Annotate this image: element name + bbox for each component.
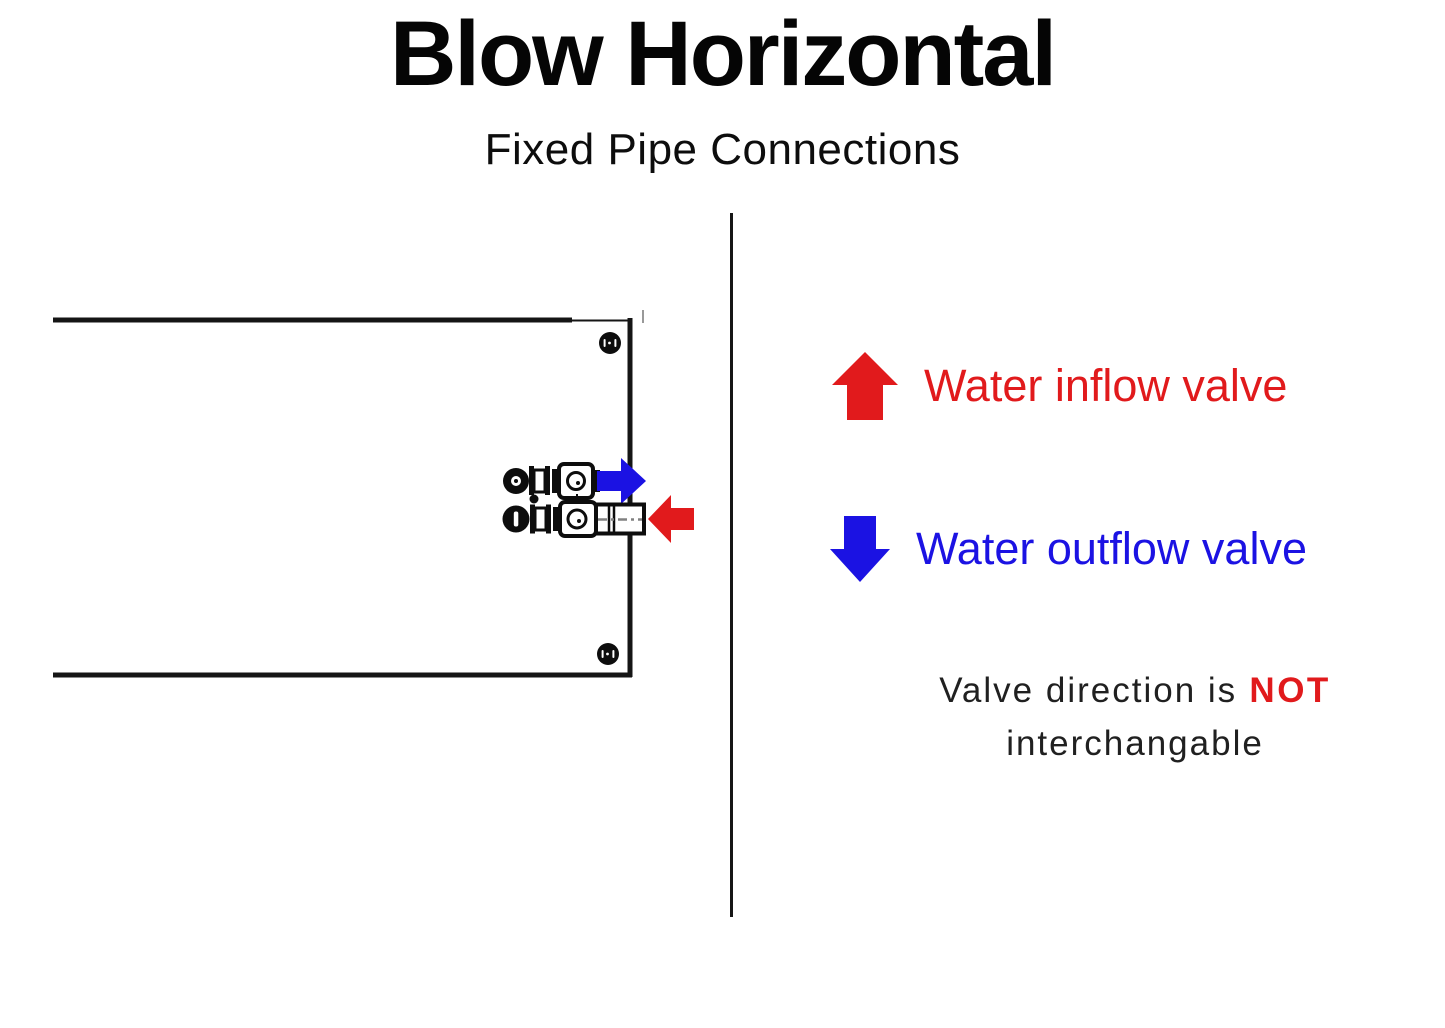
outflow-valve-assembly <box>503 462 612 504</box>
legend-item-outflow: Water outflow valve <box>830 516 1307 582</box>
arrow-down-icon <box>830 516 890 582</box>
header: Blow Horizontal Fixed Pipe Connections <box>0 0 1445 175</box>
note-emphasis: NOT <box>1249 671 1331 710</box>
page-title: Blow Horizontal <box>389 3 1057 105</box>
inflow-valve-assembly <box>502 494 646 538</box>
vertical-divider <box>730 213 733 917</box>
mounting-bolt-bottom-icon <box>597 643 619 665</box>
legend-item-inflow: Water inflow valve <box>832 352 1287 420</box>
mounting-bolt-top-icon <box>599 332 621 354</box>
note-text: Valve direction is <box>939 671 1238 710</box>
arrow-up-icon <box>832 352 898 420</box>
page-subtitle: Fixed Pipe Connections <box>484 124 961 174</box>
valve-direction-note: Valve direction is NOT interchangable <box>850 664 1420 770</box>
legend-label-outflow: Water outflow valve <box>916 523 1307 574</box>
unit-outline <box>53 310 644 678</box>
unit-top-view-diagram <box>53 310 694 678</box>
note-text-line2: interchangable <box>1006 724 1264 763</box>
arrow-right-icon <box>597 458 646 504</box>
legend-label-inflow: Water inflow valve <box>924 360 1288 411</box>
arrow-left-icon <box>648 495 694 543</box>
